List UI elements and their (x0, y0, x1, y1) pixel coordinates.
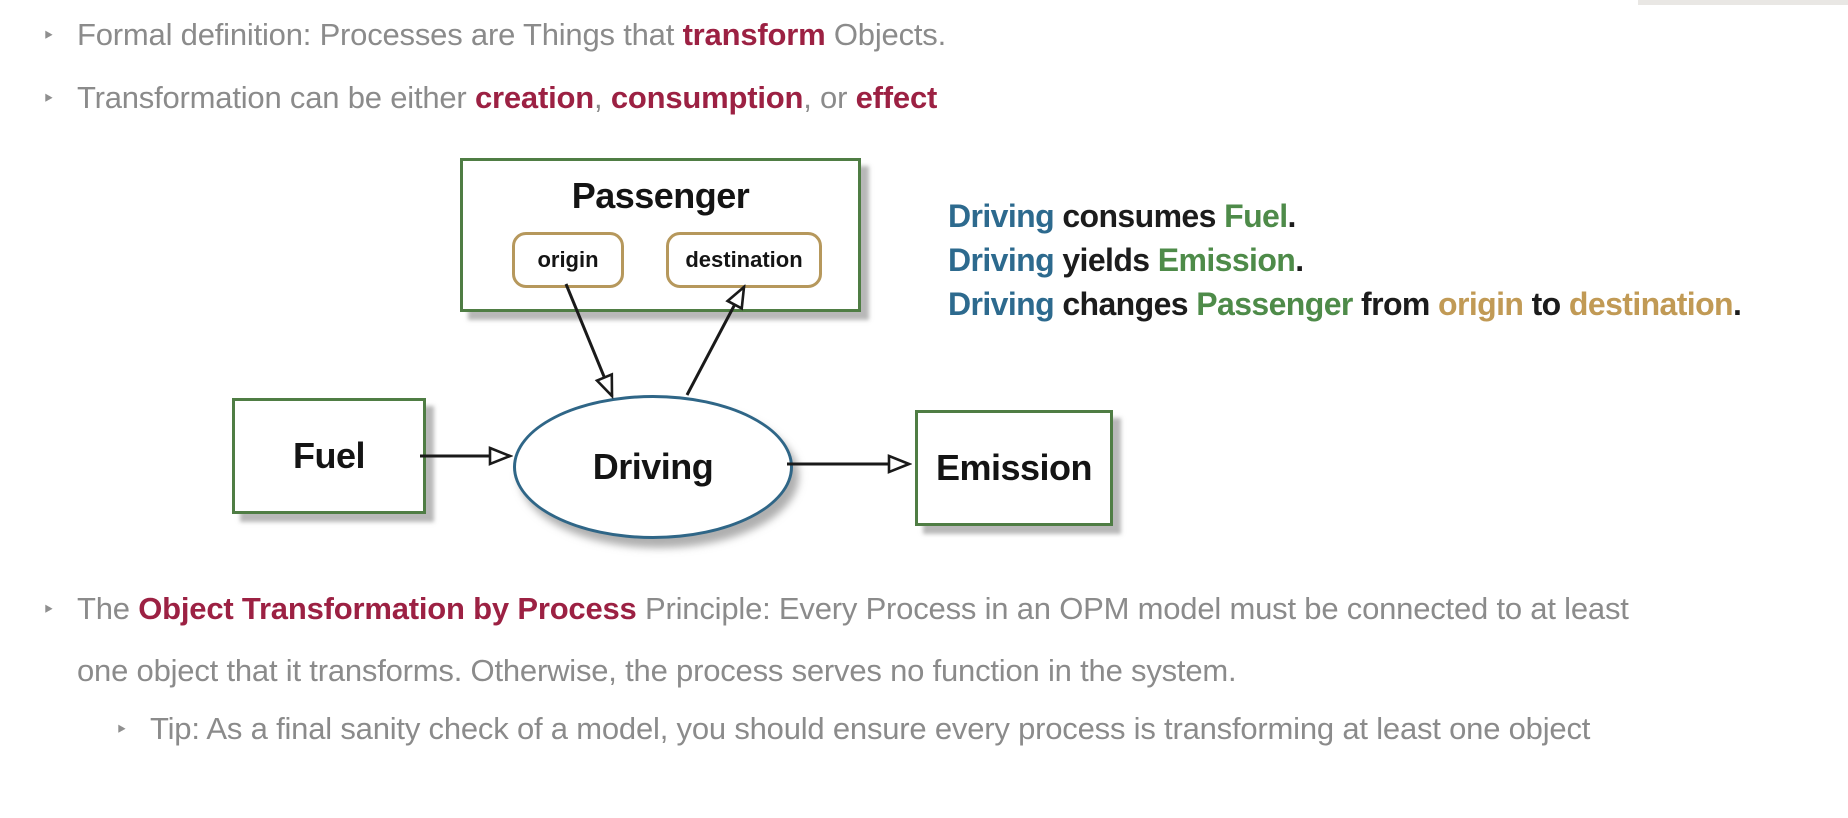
opl-statement-consumes: Driving consumes Fuel. (948, 198, 1296, 235)
fuel-label: Fuel (292, 435, 366, 476)
bullet1-text-post: Objects. (825, 17, 946, 52)
stmt3-from: from (1352, 286, 1439, 322)
stmt3-period: . (1733, 286, 1742, 322)
emission-label: Emission (935, 447, 1093, 488)
bullet1-keyword-transform: transform (682, 17, 826, 52)
opl-statement-changes: Driving changes Passenger from origin to… (948, 286, 1742, 323)
stmt3-to: to (1523, 286, 1569, 322)
driving-label: Driving (592, 446, 714, 487)
origin-label: origin (537, 247, 599, 272)
bullet1-text-pre: Formal definition: Processes are Things … (77, 17, 683, 52)
stmt1-period: . (1287, 198, 1297, 234)
stmt3-verb: changes (1054, 286, 1197, 322)
origin-state-box: origin (512, 232, 624, 288)
stmt3-state-origin: origin (1438, 286, 1524, 322)
bullet3-text-post: Principle: Every Process in an OPM model… (636, 591, 1629, 626)
stmt2-object: Emission (1157, 242, 1296, 278)
bullet-transformation-kinds: ‣ Transformation can be either creation , … (42, 80, 937, 116)
bullet2-sep1: , (593, 80, 611, 115)
stmt1-process: Driving (948, 198, 1055, 234)
bullet-icon: ‣ (42, 23, 55, 48)
fuel-object-box: Fuel (232, 398, 426, 514)
stmt2-process: Driving (948, 242, 1055, 278)
passenger-label: Passenger (571, 175, 750, 216)
driving-process-ellipse: Driving (513, 395, 793, 539)
destination-label: destination (685, 247, 803, 272)
bullet-icon: ‣ (115, 717, 128, 742)
bullet-formal-definition: ‣ Formal definition: Processes are Things… (42, 17, 946, 53)
stmt1-verb: consumes (1054, 198, 1225, 234)
bullet2-sep2: , or (803, 80, 856, 115)
destination-state-box: destination (666, 232, 822, 288)
bullet2-keyword-creation: creation (474, 80, 594, 115)
bullet-principle-line2: one object that it transforms. Otherwise… (77, 653, 1237, 688)
bullet2-keyword-effect: effect (855, 80, 938, 115)
stmt3-process: Driving (948, 286, 1055, 322)
stmt3-state-destination: destination (1568, 286, 1734, 322)
bullet2-keyword-consumption: consumption (610, 80, 804, 115)
tip-text: Tip: As a final sanity check of a model,… (150, 711, 1591, 746)
bullet2-text-pre: Transformation can be either (77, 80, 475, 115)
bullet-tip: ‣ Tip: As a final sanity check of a model… (115, 711, 1590, 747)
stmt2-verb: yields (1054, 242, 1158, 278)
bullet-principle: ‣ The Object Transformation by Process Pr… (42, 591, 1629, 627)
video-artifact (1638, 0, 1848, 5)
bullet-icon: ‣ (42, 597, 55, 622)
stmt3-object: Passenger (1196, 286, 1353, 322)
stmt1-object: Fuel (1224, 198, 1288, 234)
bullet3-principle-name: Object Transformation by Process (138, 591, 637, 626)
opl-statement-yields: Driving yields Emission. (948, 242, 1304, 279)
stmt2-period: . (1295, 242, 1304, 278)
bullet-icon: ‣ (42, 86, 55, 111)
emission-object-box: Emission (915, 410, 1113, 526)
bullet3-text-pre: The (77, 591, 139, 626)
